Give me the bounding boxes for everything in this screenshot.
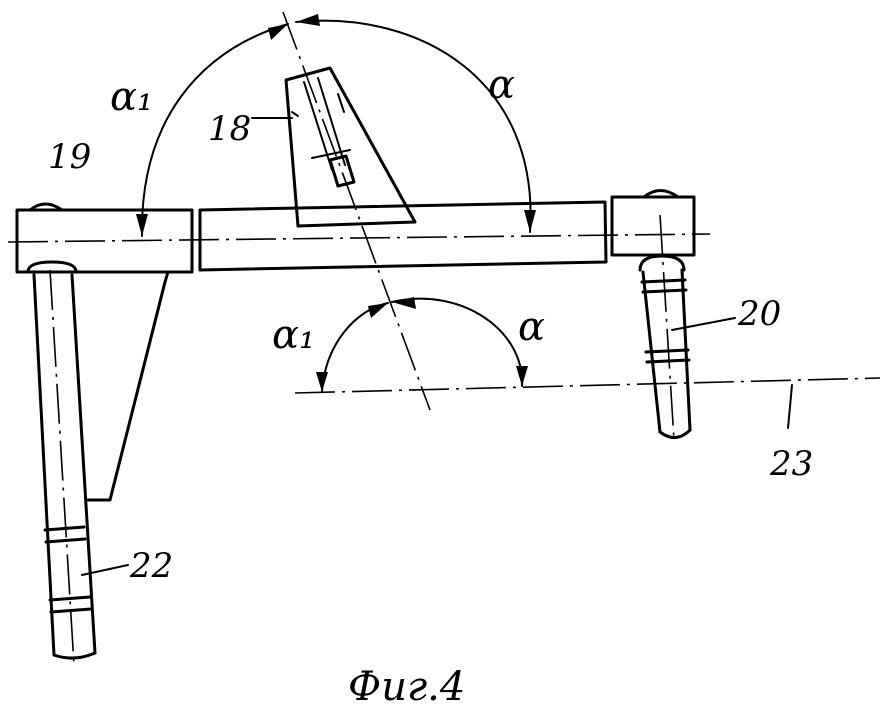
label-19: 19 [48,137,91,177]
base-line-23 [294,377,881,394]
label-18: 18 [208,109,251,149]
support-bracket [86,270,170,502]
wedge-18 [284,66,417,228]
wedge-axis [282,11,431,411]
lower-angle-arcs [316,297,528,393]
rod-22 [26,260,97,666]
label-23: 23 [769,444,813,484]
right-block [610,189,696,257]
label-alpha-upper: α [488,62,515,108]
upper-angle-arcs [136,14,536,237]
label-alpha1-upper: α₁ [110,74,153,120]
label-20: 20 [737,294,781,334]
label-22: 22 [129,546,173,586]
block-19 [15,202,194,274]
figure-caption: Фиг.4 [348,664,465,710]
middle-bar [198,200,608,272]
bar-axis [7,233,711,243]
label-alpha-lower: α [518,304,545,350]
leader-lines [81,117,793,576]
label-alpha1-lower: α₁ [272,312,315,358]
rod-20 [638,214,692,441]
